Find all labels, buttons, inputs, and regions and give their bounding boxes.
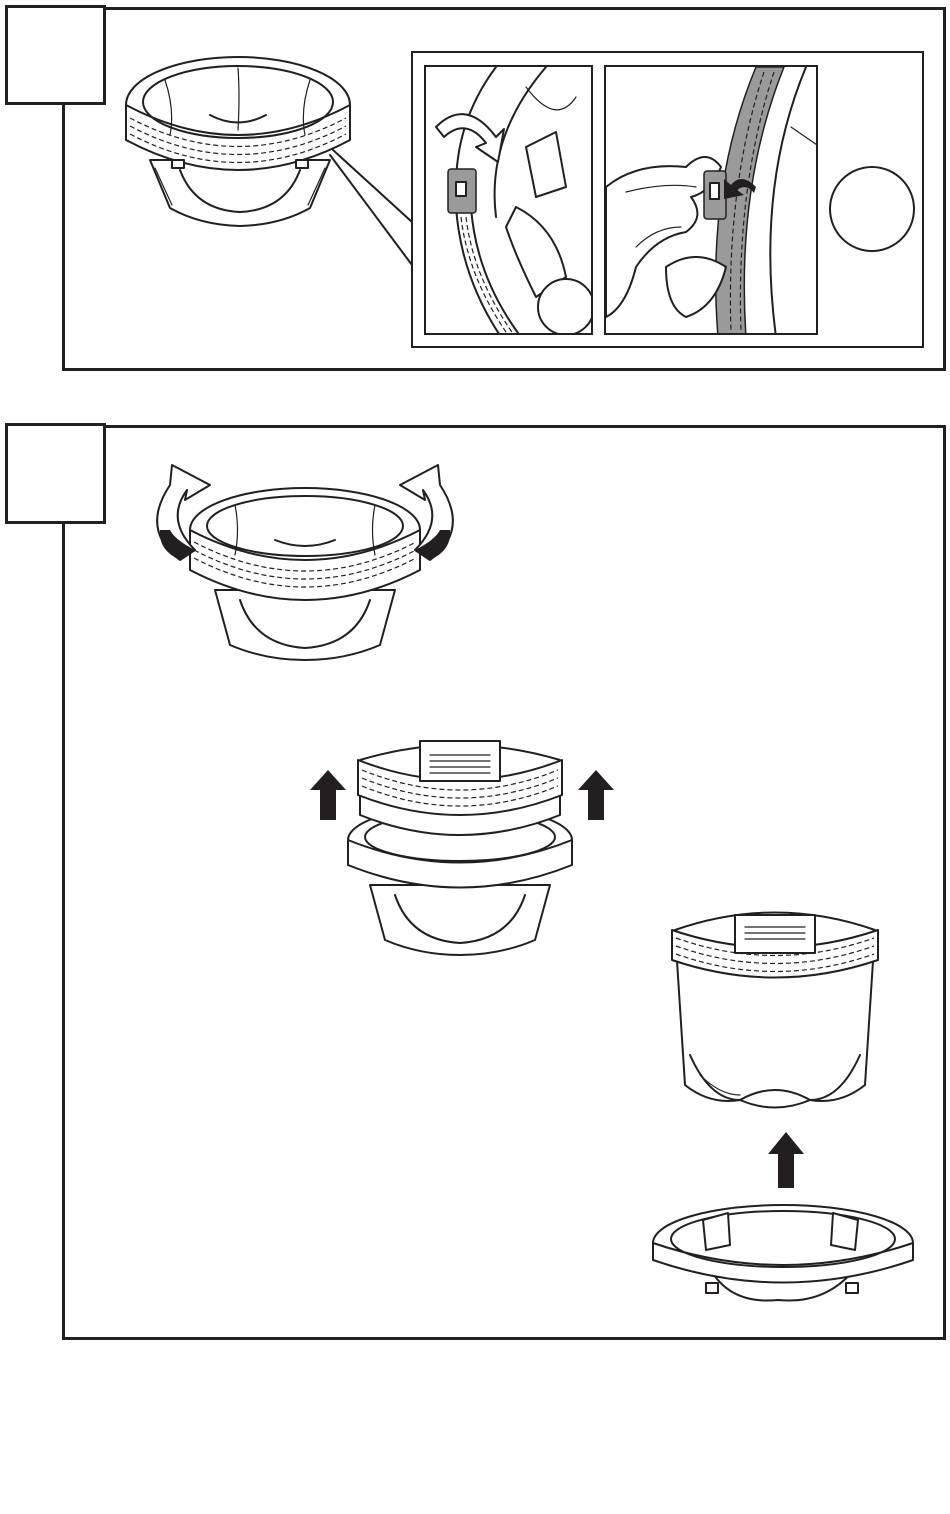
detail-view-tab-attach [604,65,818,335]
tab-release-drawing [426,67,593,335]
indicator-circle [829,166,915,252]
step-2-number-tab [5,423,106,524]
up-arrow-icon [310,770,346,820]
base-ring-illustration [648,1195,918,1305]
lift-seat-pad-off-ring-illustration [300,735,620,960]
detail-view-tab-release [424,65,593,335]
tab-attach-drawing [606,67,818,335]
up-arrow-icon [768,1132,804,1190]
fold-seat-pad-outward-illustration [140,460,470,670]
up-arrow-icon [578,770,614,820]
curved-arrow-icon [436,114,504,162]
separated-seat-pad-illustration [660,905,890,1125]
